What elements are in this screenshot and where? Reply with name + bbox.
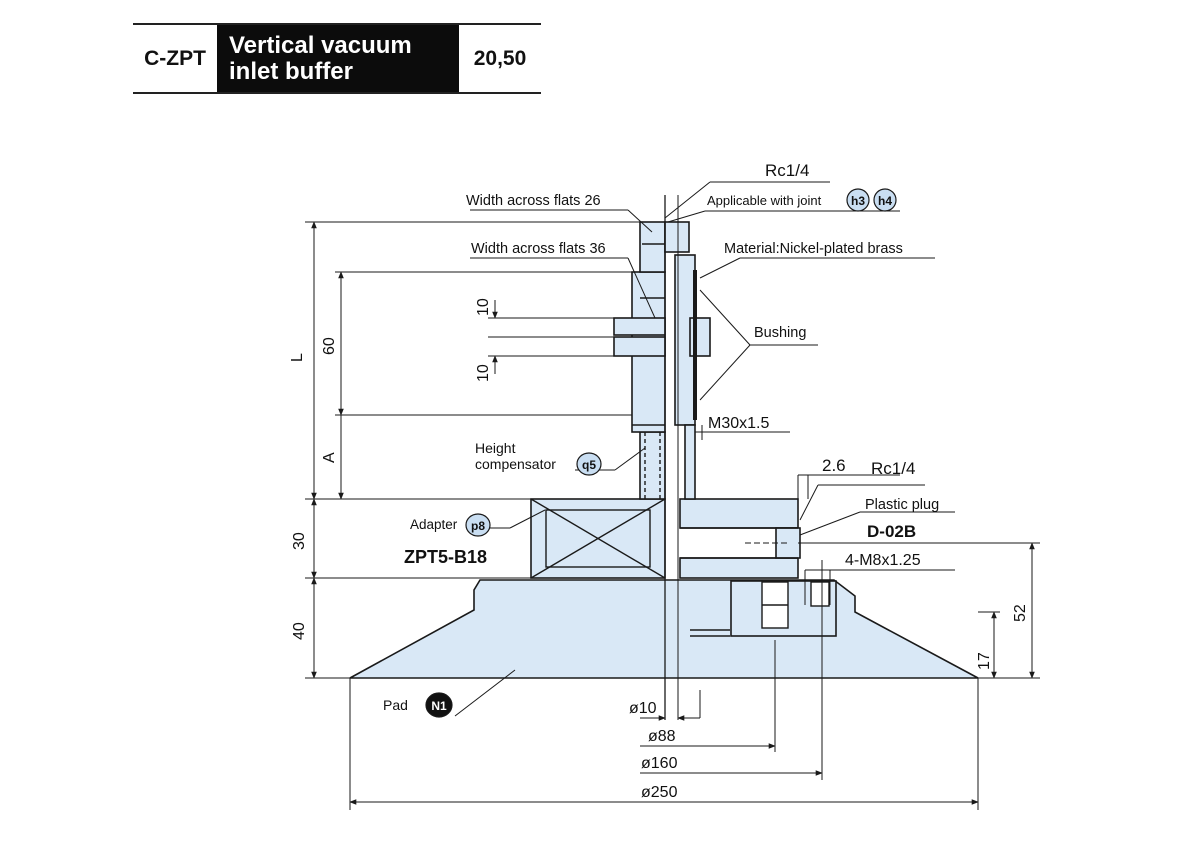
main-shaft bbox=[639, 431, 666, 500]
bushing-label: Bushing bbox=[754, 325, 806, 341]
flats-36-label: Width across flats 36 bbox=[471, 241, 606, 257]
plug-model-label: D-02B bbox=[867, 522, 916, 541]
part-title-line2: inlet buffer bbox=[229, 58, 353, 85]
flats-26-label: Width across flats 26 bbox=[466, 193, 601, 209]
dim-10-upper: 10 bbox=[475, 298, 492, 316]
pad-label: Pad bbox=[383, 697, 408, 713]
dim-60: 60 bbox=[321, 337, 338, 355]
rod-right bbox=[684, 424, 696, 500]
thread-m30-label: M30x1.5 bbox=[708, 415, 769, 432]
height-comp-label-1: Height bbox=[475, 440, 516, 456]
pad-badge-text: N1 bbox=[431, 699, 447, 713]
fitting-right bbox=[664, 221, 690, 253]
adapter-model-label: ZPT5-B18 bbox=[404, 547, 487, 567]
plastic-plug-body bbox=[775, 527, 801, 559]
height-comp-badge-text: q5 bbox=[582, 458, 596, 472]
part-numbers: 20,50 bbox=[473, 46, 527, 70]
joint-badge-h3-text: h3 bbox=[851, 194, 865, 208]
joint-badge-h4: h4 bbox=[873, 188, 897, 212]
adapter-badge: p8 bbox=[465, 513, 491, 537]
section-details bbox=[530, 243, 830, 637]
top-hex-nut bbox=[639, 221, 666, 273]
dim-phi160: ø160 bbox=[641, 755, 678, 772]
part-code: C-ZPT bbox=[144, 46, 206, 70]
lock-nut-lower bbox=[613, 336, 666, 357]
adapter-label: Adapter bbox=[410, 517, 458, 532]
drawing-text: Rc1/4 Applicable with joint h3 h4 Width … bbox=[289, 161, 1029, 801]
height-comp-badge: q5 bbox=[576, 452, 602, 476]
height-comp-label-2: compensator bbox=[475, 456, 556, 472]
rc14-side-label: Rc1/4 bbox=[871, 459, 915, 478]
dimension-lines bbox=[305, 181, 1040, 810]
dim-A: A bbox=[321, 452, 338, 463]
dim-10-lower: 10 bbox=[475, 364, 492, 382]
dim-phi250: ø250 bbox=[641, 784, 678, 801]
adapter-right-upper bbox=[679, 498, 799, 529]
material-label: Material:Nickel-plated brass bbox=[724, 241, 903, 257]
plastic-plug-label: Plastic plug bbox=[865, 497, 939, 513]
part-title-line1: Vertical vacuum bbox=[229, 32, 412, 59]
rc14-top-label: Rc1/4 bbox=[765, 161, 809, 180]
dim-52: 52 bbox=[1012, 604, 1029, 622]
adapter-badge-text: p8 bbox=[471, 519, 485, 533]
dim-2-6-label: 2.6 bbox=[822, 456, 846, 475]
part-title: Vertical vacuum inlet buffer bbox=[217, 25, 459, 92]
dim-phi88: ø88 bbox=[648, 728, 676, 745]
dim-phi10: ø10 bbox=[629, 700, 657, 717]
joint-label: Applicable with joint bbox=[707, 193, 822, 208]
bolts-label: 4-M8x1.25 bbox=[845, 552, 921, 569]
dim-17: 17 bbox=[976, 652, 993, 670]
title-block: C-ZPT Vertical vacuum inlet buffer 20,50 bbox=[133, 23, 541, 94]
joint-badge-h4-text: h4 bbox=[878, 194, 892, 208]
dim-30: 30 bbox=[291, 532, 308, 550]
lock-nut-upper bbox=[613, 317, 666, 336]
suction-pad bbox=[349, 579, 979, 679]
part-body bbox=[349, 221, 979, 679]
adapter-right-lower bbox=[679, 557, 799, 579]
joint-badge-h3: h3 bbox=[846, 188, 870, 212]
dim-40: 40 bbox=[291, 622, 308, 640]
pad-badge: N1 bbox=[425, 692, 453, 718]
dim-L: L bbox=[289, 353, 306, 362]
